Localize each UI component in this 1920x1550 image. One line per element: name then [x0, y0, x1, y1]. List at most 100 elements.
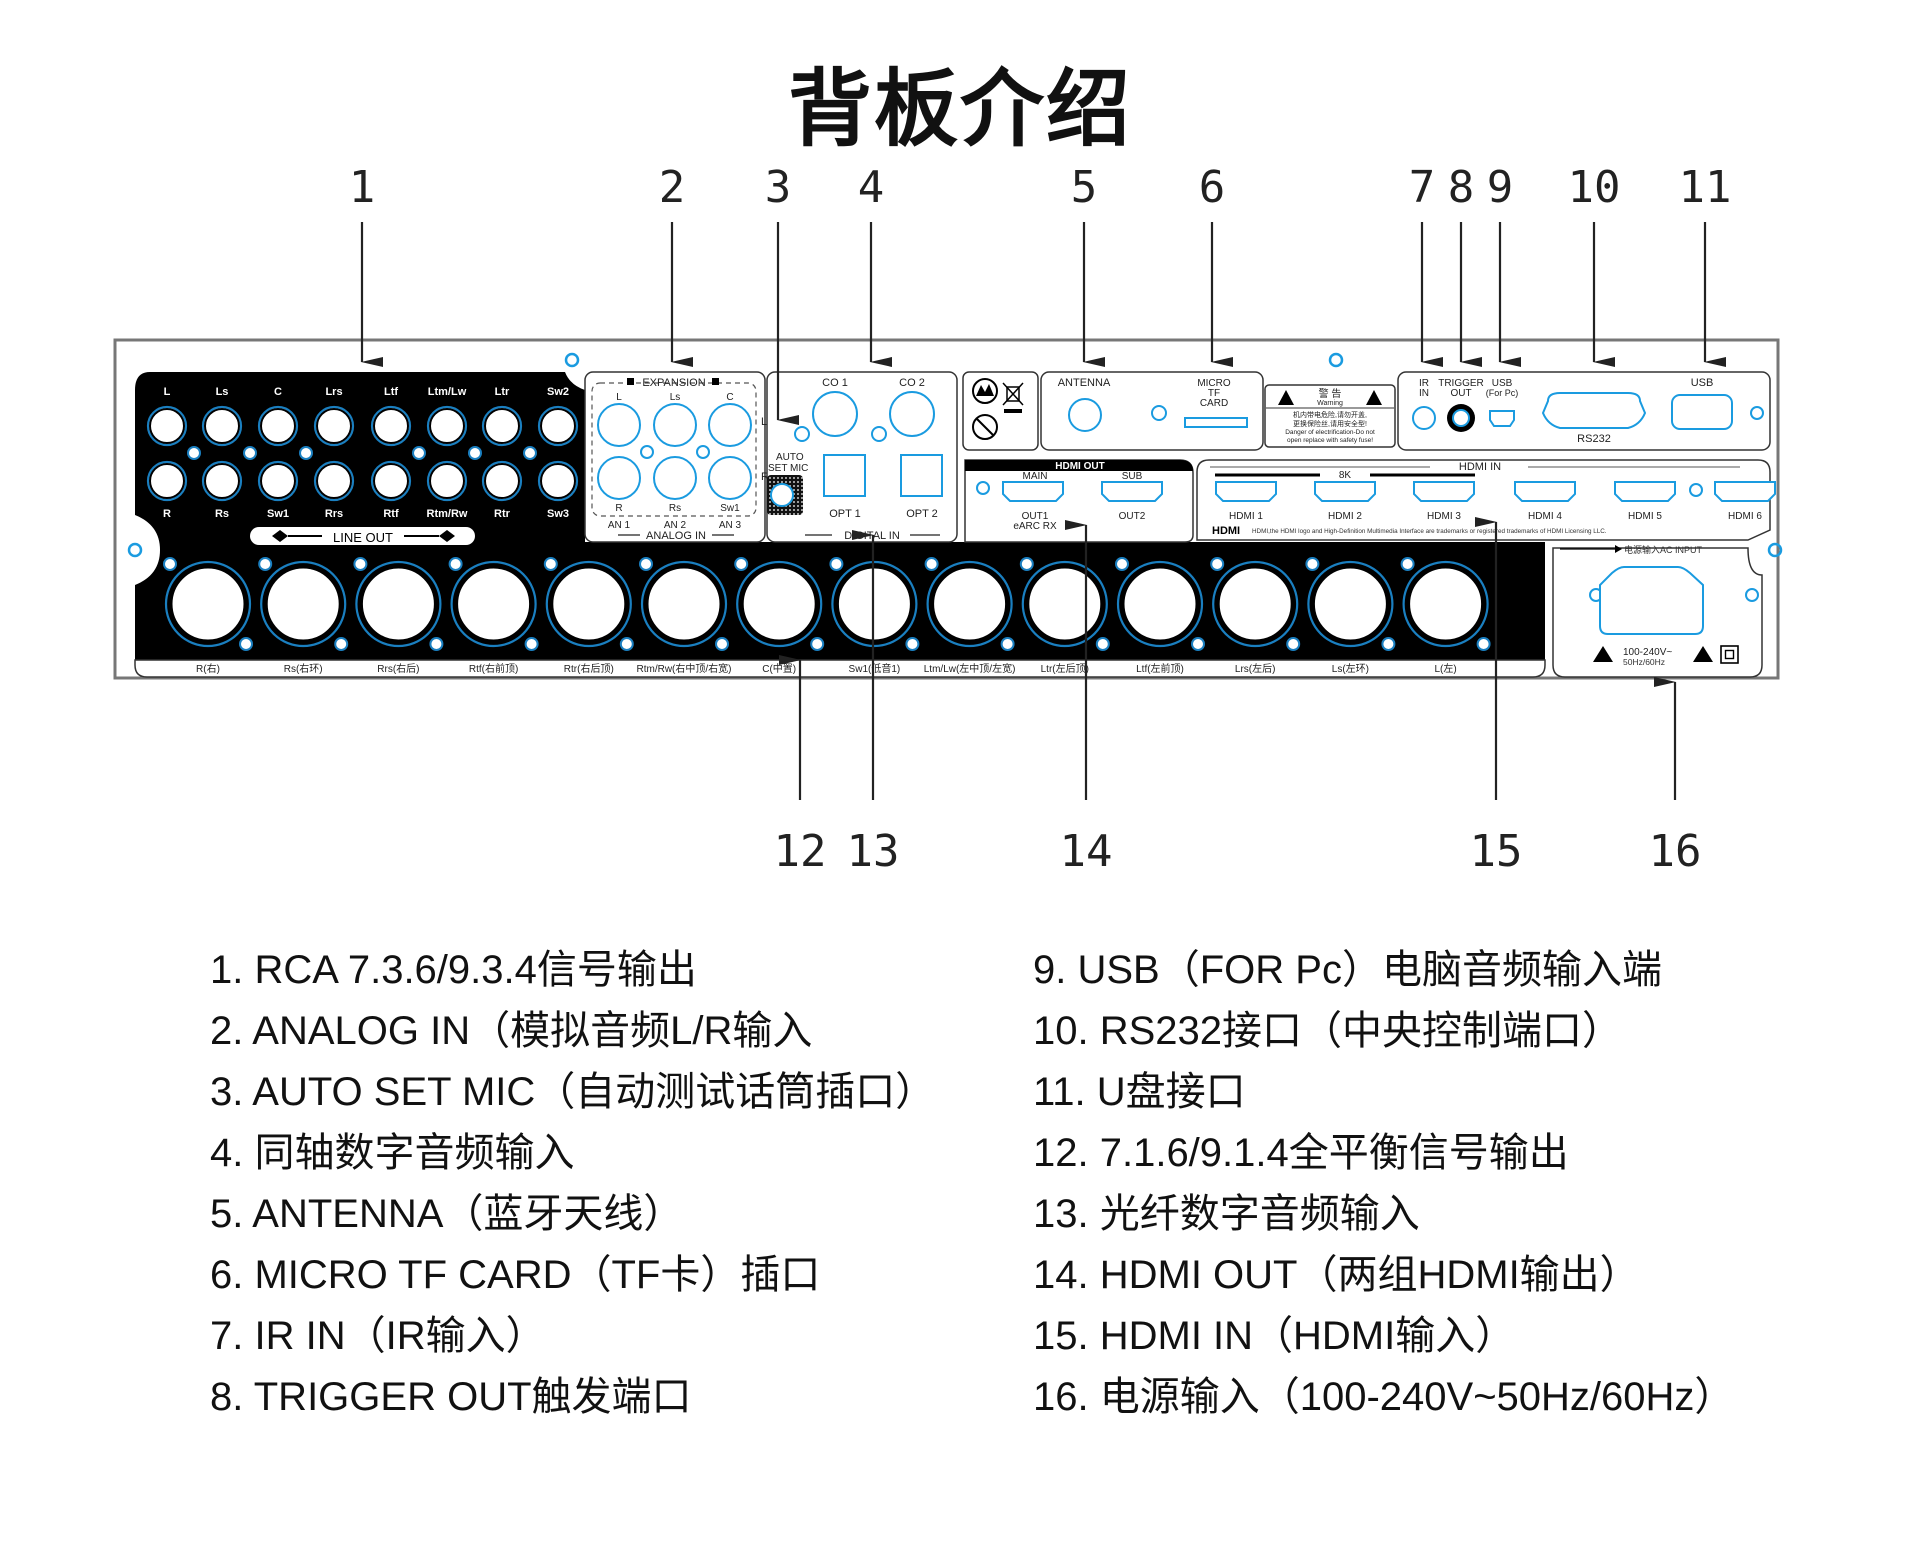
trigger-out-jack[interactable]	[1447, 404, 1475, 432]
xlr-jack[interactable]	[645, 565, 723, 643]
xlr-jack[interactable]	[1026, 565, 1104, 643]
shock-warning-icon	[1278, 390, 1294, 405]
hdmi-out-1-port[interactable]	[1002, 481, 1064, 502]
xlr-label-strip	[134, 659, 1546, 678]
hdmi-in-header: HDMI IN	[1459, 461, 1501, 473]
hdmi-out-main-label: MAIN	[1023, 471, 1048, 482]
callout-number-6: 6	[1198, 162, 1226, 213]
xlr-jack[interactable]	[1407, 565, 1485, 643]
hdmi-8k-label: 8K	[1339, 470, 1352, 481]
digital-in-section: AUTO SET MIC CO 1 CO 2 OPT 1 OPT 2 DIGIT…	[766, 371, 958, 543]
analog-jack[interactable]	[597, 456, 641, 500]
xlr-jack[interactable]	[1311, 565, 1389, 643]
legend-item: 13. 光纤数字音频输入	[1033, 1192, 1420, 1236]
coax-1-label: CO 1	[822, 377, 848, 389]
ir-in-jack[interactable]	[1412, 406, 1436, 430]
analog-jack[interactable]	[597, 403, 641, 447]
rca-jack[interactable]	[257, 405, 299, 447]
hdmi-out-header: HDMI OUT	[1055, 461, 1104, 472]
rca-jack[interactable]	[201, 405, 243, 447]
warning-en-2: open replace with safety fuse!	[1287, 437, 1373, 444]
hdmi-out-2-port[interactable]	[1101, 481, 1163, 502]
coax-2-jack[interactable]	[889, 391, 935, 437]
rca-jack[interactable]	[146, 405, 188, 447]
xlr-jack[interactable]	[835, 565, 913, 643]
ac-inlet[interactable]	[1599, 566, 1704, 635]
rca-jack[interactable]	[537, 405, 579, 447]
legend-item: 15. HDMI IN（HDMI输入）	[1033, 1314, 1516, 1358]
xlr-jack[interactable]	[931, 565, 1009, 643]
xlr-label: Sw1(低音1)	[849, 662, 901, 675]
hdmi-in-port[interactable]	[1514, 481, 1576, 502]
rca-jack[interactable]	[370, 405, 412, 447]
tf-card-slot[interactable]	[1184, 417, 1248, 428]
hdmi-in-port[interactable]	[1413, 481, 1475, 502]
rca-jack[interactable]	[146, 460, 188, 502]
callout-number-7: 7	[1408, 162, 1436, 213]
rs232-port[interactable]	[1541, 392, 1647, 429]
xlr-label: Ltm/Lw(左中顶/左宽)	[924, 662, 1016, 675]
hdmi-in-port[interactable]	[1614, 481, 1676, 502]
xlr-label: Rtf(右前顶)	[469, 662, 518, 675]
rca-jack[interactable]	[313, 405, 355, 447]
xlr-jack[interactable]	[550, 565, 628, 643]
expansion-side-r: R	[761, 471, 769, 483]
callout-number-5: 5	[1070, 162, 1098, 213]
xlr-jack[interactable]	[264, 565, 342, 643]
rca-bottom-label: Sw1	[267, 508, 289, 520]
ground-screw	[412, 446, 426, 460]
callout-number-10: 10	[1567, 162, 1621, 213]
rca-top-label: Lrs	[325, 386, 342, 398]
callout-number-16: 16	[1648, 826, 1702, 877]
rca-bottom-label: Rrs	[325, 508, 343, 520]
rca-jack[interactable]	[313, 460, 355, 502]
rca-jack[interactable]	[201, 460, 243, 502]
xlr-jack[interactable]	[359, 565, 437, 643]
rca-jack[interactable]	[257, 460, 299, 502]
optical-1-label: OPT 1	[829, 508, 861, 520]
legend-item: 14. HDMI OUT（两组HDMI输出）	[1033, 1253, 1640, 1297]
warning-en-1: Danger of electrification-Do not	[1285, 429, 1375, 436]
xlr-jack[interactable]	[455, 565, 533, 643]
xlr-jack[interactable]	[1121, 565, 1199, 643]
analog-jack[interactable]	[653, 403, 697, 447]
warning-title-cn: 警 告	[1319, 387, 1342, 400]
power-header: 电源输入AC INPUT	[1624, 544, 1703, 555]
power-section: 电源输入AC INPUT 100-240V~ 50Hz/60Hz	[1552, 544, 1763, 678]
callout-number-2: 2	[658, 162, 686, 213]
rca-jack[interactable]	[481, 460, 523, 502]
rca-jack[interactable]	[370, 460, 412, 502]
rca-top-label: Ls	[216, 386, 229, 398]
analog-jack[interactable]	[708, 456, 752, 500]
optical-1-jack[interactable]	[823, 454, 866, 497]
hdmi-in-port-label: HDMI 3	[1427, 511, 1461, 522]
xlr-label: Ltf(左前顶)	[1136, 662, 1184, 675]
xlr-jack[interactable]	[169, 565, 247, 643]
usb-pc-port[interactable]	[1489, 410, 1515, 427]
rca-jack[interactable]	[481, 405, 523, 447]
hdmi-in-port[interactable]	[1714, 481, 1776, 502]
auto-set-mic-jack[interactable]	[767, 475, 803, 515]
rca-jack[interactable]	[426, 405, 468, 447]
rca-jack[interactable]	[537, 460, 579, 502]
legend-item: 7. IR IN（IR输入）	[210, 1314, 546, 1358]
hdmi-in-port[interactable]	[1215, 481, 1277, 502]
xlr-jack[interactable]	[740, 565, 818, 643]
antenna-tf-section: ANTENNA MICRO TF CARD	[1040, 371, 1264, 451]
rca-jack[interactable]	[426, 460, 468, 502]
hdmi-in-port[interactable]	[1314, 481, 1376, 502]
optical-2-jack[interactable]	[900, 454, 943, 497]
trigger-out-label-1: TRIGGER	[1438, 378, 1484, 389]
analog-jack[interactable]	[708, 403, 752, 447]
coax-1-jack[interactable]	[812, 391, 858, 437]
ir-in-label-1: IR	[1419, 378, 1429, 389]
expansion-side-l: L	[761, 416, 767, 428]
expansion-label: EXPANSION	[642, 377, 705, 389]
usb-port[interactable]	[1671, 394, 1733, 430]
antenna-jack[interactable]	[1068, 398, 1102, 432]
hdmi-out-sub-label: SUB	[1122, 471, 1143, 482]
analog-jack[interactable]	[653, 456, 697, 500]
xlr-jack[interactable]	[1216, 565, 1294, 643]
rca-top-label: L	[164, 386, 171, 398]
